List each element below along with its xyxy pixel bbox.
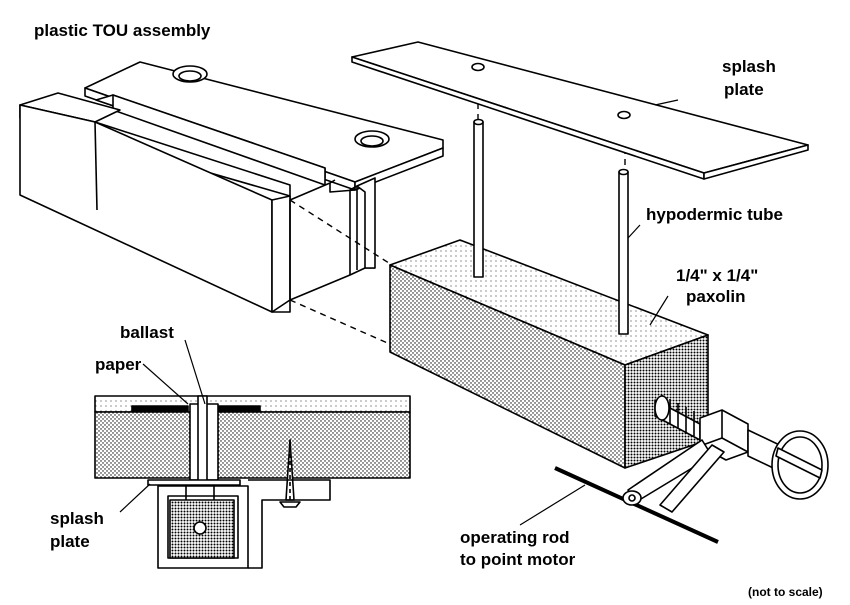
label-hypodermic-tube: hypodermic tube <box>646 205 783 224</box>
label-splash-plate-side-2: plate <box>50 532 90 551</box>
label-ballast: ballast <box>120 323 174 342</box>
label-paxolin: paxolin <box>686 287 746 306</box>
screw-assembly <box>622 395 829 513</box>
splash-plate-top <box>351 41 809 180</box>
cross-section <box>94 395 411 569</box>
paxolin-block <box>389 239 709 469</box>
label-not-to-scale: (not to scale) <box>748 585 823 599</box>
operating-rod <box>554 466 719 544</box>
tou-assembly <box>19 61 444 313</box>
label-splash-plate-side-1: splash <box>50 509 104 528</box>
label-tou-assembly: plastic TOU assembly <box>34 21 211 40</box>
hypodermic-tubes <box>473 118 629 335</box>
label-splash-plate-top-2: plate <box>724 80 764 99</box>
label-point-motor: to point motor <box>460 550 576 569</box>
label-splash-plate-top-1: splash <box>722 57 776 76</box>
label-paper: paper <box>95 355 142 374</box>
label-operating-rod: operating rod <box>460 528 570 547</box>
label-paxolin-size: 1/4" x 1/4" <box>676 266 759 285</box>
